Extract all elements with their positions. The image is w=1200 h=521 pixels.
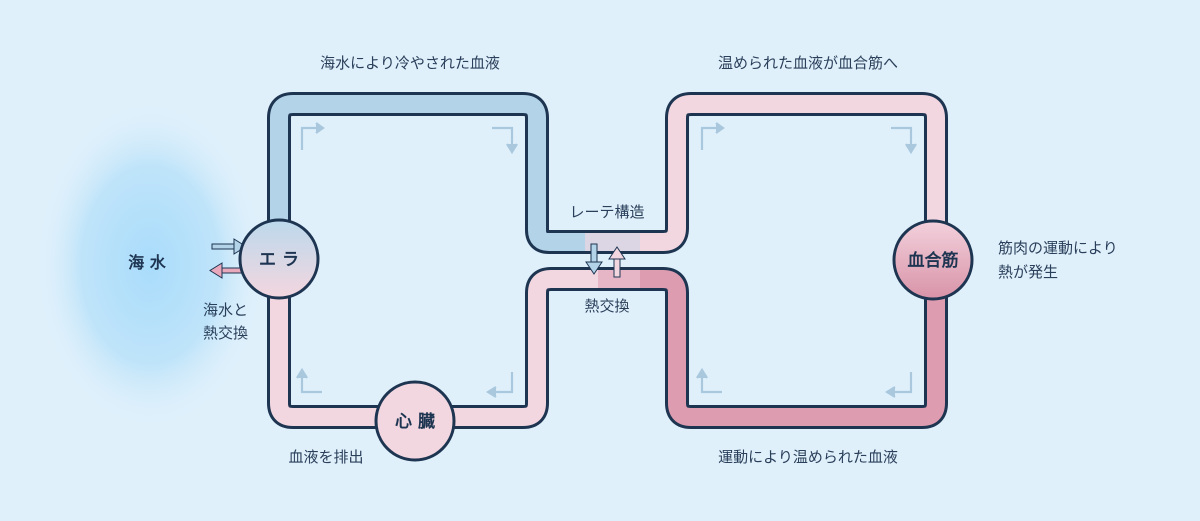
cooled-blood-label: 海水により冷やされた血液 bbox=[320, 54, 500, 72]
arrow-down-icon bbox=[585, 243, 603, 275]
return-blood-pipe-left bbox=[270, 265, 600, 426]
arrow-left-top-right bbox=[492, 126, 518, 155]
flow-arrows bbox=[296, 122, 917, 398]
heart-node: 心 臓 bbox=[374, 380, 456, 462]
cooled-blood-pipe bbox=[270, 95, 600, 265]
right-loop bbox=[585, 92, 948, 429]
arrow-right-top-right bbox=[891, 126, 917, 155]
gill-exchange-arrows bbox=[209, 238, 247, 279]
rete-label: レーテ構造 bbox=[569, 203, 644, 221]
muscle-note-line2: 熱が発生 bbox=[998, 263, 1058, 281]
warmed-blood-pipe bbox=[600, 95, 945, 260]
gill-node: エ ラ bbox=[238, 218, 320, 300]
arrow-left-bottom-right bbox=[485, 372, 514, 398]
arrow-right-top-left bbox=[700, 122, 725, 150]
heart-label: 心 臓 bbox=[395, 412, 435, 432]
heat-exchange-label: 熱交換 bbox=[584, 297, 629, 315]
heat-exchange-arrows bbox=[585, 243, 626, 278]
warmed-to-muscle-label: 温められた血液が血合筋へ bbox=[718, 54, 898, 72]
gill-exchange-label-line2: 熱交換 bbox=[203, 324, 248, 342]
arrow-left-bottom-left bbox=[296, 367, 322, 394]
left-loop bbox=[267, 92, 600, 429]
red-muscle-label: 血合筋 bbox=[908, 250, 959, 271]
blood-out-label: 血液を排出 bbox=[288, 448, 363, 466]
gill-label: エ ラ bbox=[259, 250, 299, 270]
seawater-glow bbox=[35, 100, 265, 430]
muscle-warmed-blood-pipe bbox=[600, 260, 945, 426]
muscle-note-line1: 筋肉の運動により bbox=[998, 239, 1118, 257]
red-muscle-node: 血合筋 bbox=[892, 219, 974, 301]
arrow-up-icon bbox=[608, 246, 626, 278]
seawater-label: 海 水 bbox=[128, 253, 167, 272]
arrow-right-bottom-left bbox=[696, 367, 722, 394]
gill-exchange-label-line1: 海水と bbox=[203, 301, 248, 319]
muscle-warmed-blood-label: 運動により温められた血液 bbox=[718, 448, 898, 466]
arrow-left-top-left bbox=[300, 122, 325, 150]
arrow-right-bottom-right bbox=[884, 372, 913, 398]
